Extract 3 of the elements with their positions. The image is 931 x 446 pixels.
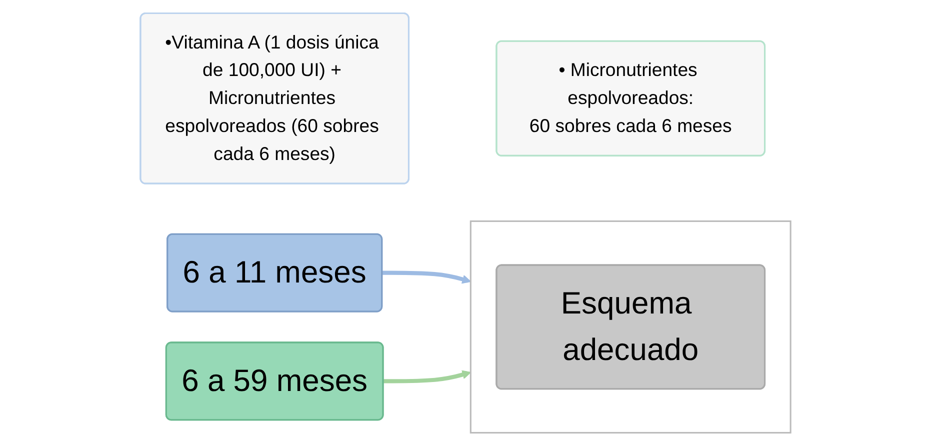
cluster: [470, 220, 792, 434]
arrow: [383, 370, 472, 384]
arrow: [382, 270, 472, 284]
